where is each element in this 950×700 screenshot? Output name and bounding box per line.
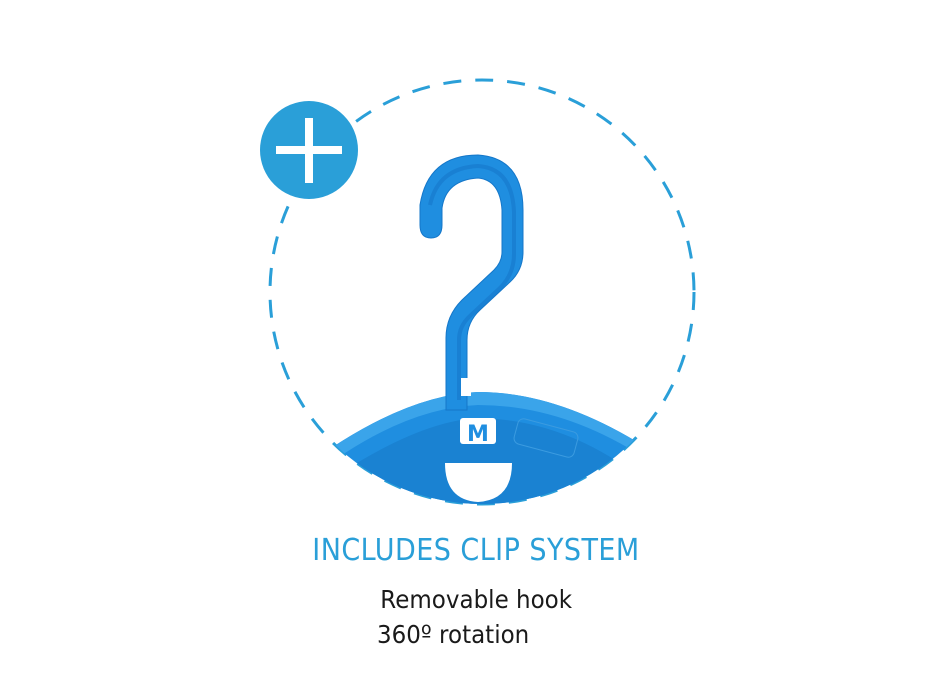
feature-detail-removable: Removable hook	[380, 585, 573, 614]
hanger-body: M	[270, 392, 694, 504]
feature-detail-rotation: 360º rotation	[377, 620, 530, 649]
plus-badge	[260, 101, 358, 199]
svg-text:M: M	[467, 422, 489, 447]
hook	[419, 154, 524, 411]
feature-headline: INCLUDES CLIP SYSTEM	[312, 533, 640, 568]
